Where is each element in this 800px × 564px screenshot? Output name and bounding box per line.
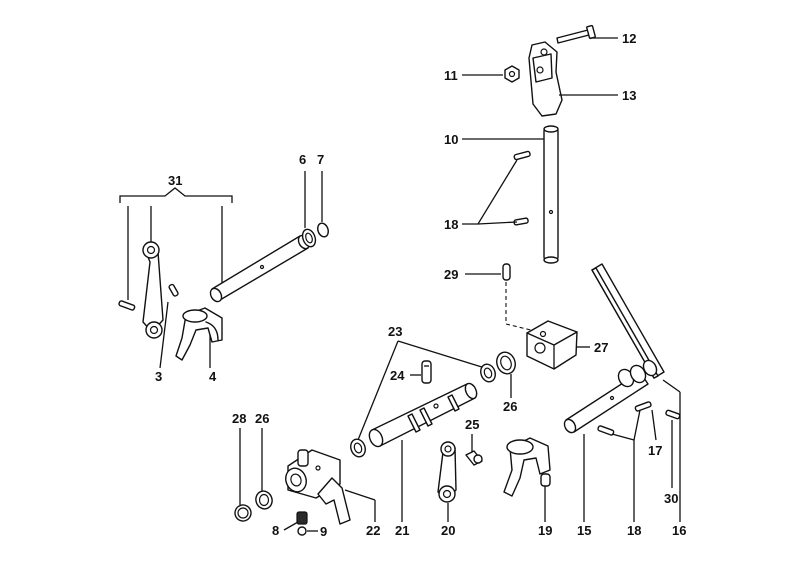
callout-9: 9 xyxy=(320,524,327,539)
callout-6: 6 xyxy=(299,152,306,167)
callout-4: 4 xyxy=(209,369,217,384)
callout-31: 31 xyxy=(168,173,182,188)
callout-10: 10 xyxy=(444,132,458,147)
roller-part-25 xyxy=(465,450,483,466)
connecting-link-part xyxy=(142,241,164,339)
ball-part-9 xyxy=(297,526,307,536)
nut-part-11 xyxy=(504,65,520,83)
callout-8: 8 xyxy=(272,523,279,538)
callout-12: 12 xyxy=(622,31,636,46)
callout-22: 22 xyxy=(366,523,380,538)
callout-18-upper: 18 xyxy=(444,217,458,232)
fork-assembly-part-22 xyxy=(285,449,351,525)
callout-24: 24 xyxy=(390,368,405,383)
pin-part-17 xyxy=(634,401,652,412)
selector-shaft-part-10 xyxy=(543,125,559,264)
bolt-part-12 xyxy=(556,24,596,44)
shift-rod-part xyxy=(209,234,311,303)
main-shaft-part-21 xyxy=(368,382,478,448)
callout-30: 30 xyxy=(664,491,678,506)
ring-part-28 xyxy=(234,504,252,522)
roll-pin-part-29 xyxy=(502,263,511,281)
shift-fork-part-19 xyxy=(503,437,551,497)
callout-18-lower: 18 xyxy=(627,523,641,538)
callout-23: 23 xyxy=(388,324,402,339)
lever-part-16 xyxy=(591,263,665,379)
callout-26-left: 26 xyxy=(255,411,269,426)
circlip-part-7 xyxy=(317,222,329,238)
callout-20: 20 xyxy=(441,523,455,538)
callout-3: 3 xyxy=(155,369,162,384)
callout-25: 25 xyxy=(465,417,479,432)
callout-16: 16 xyxy=(672,523,686,538)
callout-27: 27 xyxy=(594,340,608,355)
callout-13: 13 xyxy=(622,88,636,103)
ring-part-6 xyxy=(301,228,317,248)
callout-28: 28 xyxy=(232,411,246,426)
callout-11: 11 xyxy=(444,68,458,83)
pin-parts-18-lower xyxy=(597,425,615,436)
washer-part-26-left xyxy=(255,490,273,510)
bracket-23 xyxy=(357,340,486,441)
callout-21: 21 xyxy=(395,523,409,538)
callout-19: 19 xyxy=(538,523,552,538)
group-31-bracket xyxy=(119,187,233,300)
pin-parts-18-upper xyxy=(513,150,531,226)
pin-part-3b xyxy=(168,283,179,297)
ring-part-23-right xyxy=(480,363,496,383)
washer-part-26-right xyxy=(496,351,516,375)
callout-29: 29 xyxy=(444,267,458,282)
pin-part-24 xyxy=(421,360,432,384)
spring-part-8 xyxy=(296,511,308,525)
block-part-27 xyxy=(526,320,578,370)
callout-7: 7 xyxy=(317,152,324,167)
shift-fork-part-4 xyxy=(175,307,223,361)
pin-part-30 xyxy=(665,409,681,420)
lever-shaft-part-15 xyxy=(563,359,658,434)
connecting-link-part-20 xyxy=(437,441,457,503)
callout-17: 17 xyxy=(648,443,662,458)
pin-part-3a xyxy=(118,300,136,311)
callout-26-right: 26 xyxy=(503,399,517,414)
callout-15: 15 xyxy=(577,523,591,538)
ring-part-23-left xyxy=(350,438,366,458)
clevis-lever-part-13 xyxy=(528,41,563,117)
